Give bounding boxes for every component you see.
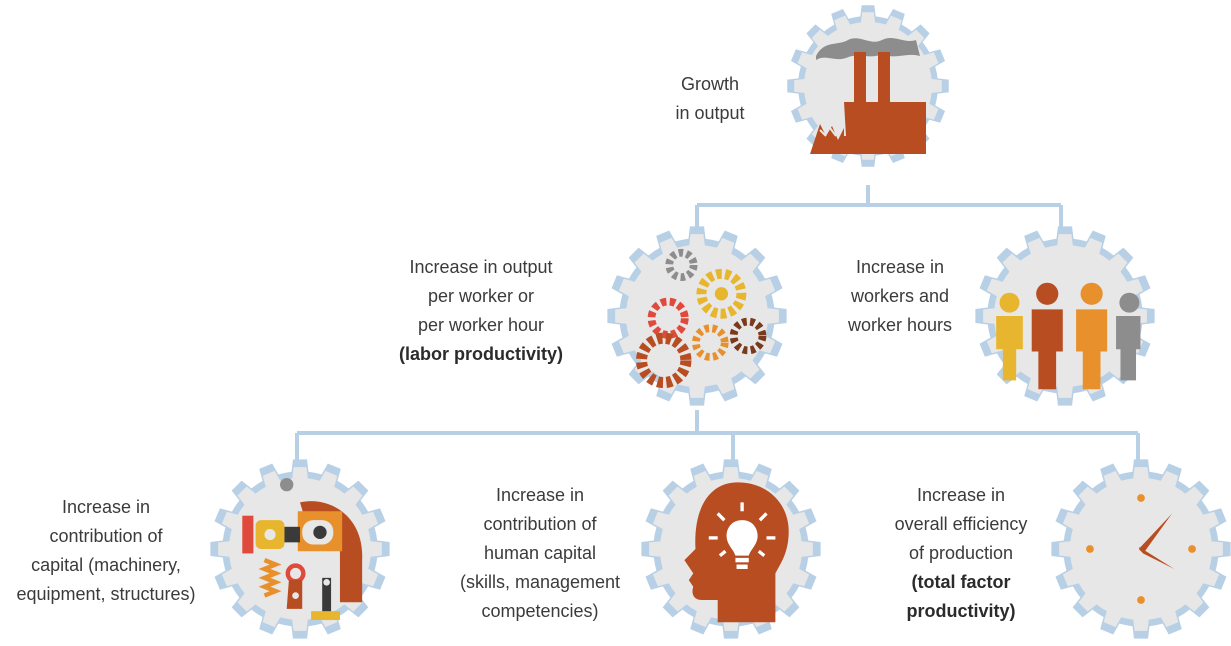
head-lightbulb-icon [684,482,789,623]
label-line: worker hours [847,315,953,335]
label-line: Increase in output [409,257,553,277]
label-capital: Increase in contribution of capital (mac… [0,493,212,609]
gear-outline [975,226,1155,406]
label-line: of production [908,543,1014,563]
label-line-bold: (total factor [911,572,1011,592]
label-line: capital (machinery, [31,555,181,575]
label-line: competencies) [481,601,599,621]
factory-gear [787,5,949,167]
cogs-gear [607,226,787,406]
label-labor-productivity: Increase in output per worker or per wor… [370,253,592,369]
label-human-capital: Increase in contribution of human capita… [430,481,650,626]
label-line: contribution of [483,514,597,534]
gear-face [983,234,1147,398]
clock-gear [1051,459,1231,639]
people-gear [975,226,1155,406]
head-gear [641,459,821,639]
label-line: Growth [680,74,740,94]
label-line: overall efficiency [894,514,1028,534]
label-line: in output [675,103,745,123]
label-line: Increase in [61,497,151,517]
label-line-bold: productivity) [906,601,1016,621]
label-line: workers and [850,286,950,306]
clock-icon [1086,494,1196,604]
label-line: Increase in [855,257,945,277]
label-tfp: Increase in overall efficiency of produc… [866,481,1056,626]
cogs-icon [635,248,767,389]
people-icon [996,282,1141,390]
label-line: Increase in [916,485,1006,505]
factory-icon [810,38,926,154]
label-line: human capital [483,543,597,563]
label-line-bold: (labor productivity) [398,344,563,364]
label-growth-output: Growth in output [640,70,780,128]
machinery-gear [210,459,390,639]
label-line: equipment, structures) [16,584,196,604]
label-line: contribution of [49,526,163,546]
label-line: Increase in [495,485,585,505]
machinery-icon [242,477,363,621]
label-line: per worker hour [417,315,545,335]
gear-outline [607,226,787,406]
label-line: (skills, management [459,572,621,592]
label-workers: Increase in workers and worker hours [815,253,985,340]
label-line: per worker or [427,286,535,306]
gear-face [615,234,779,398]
